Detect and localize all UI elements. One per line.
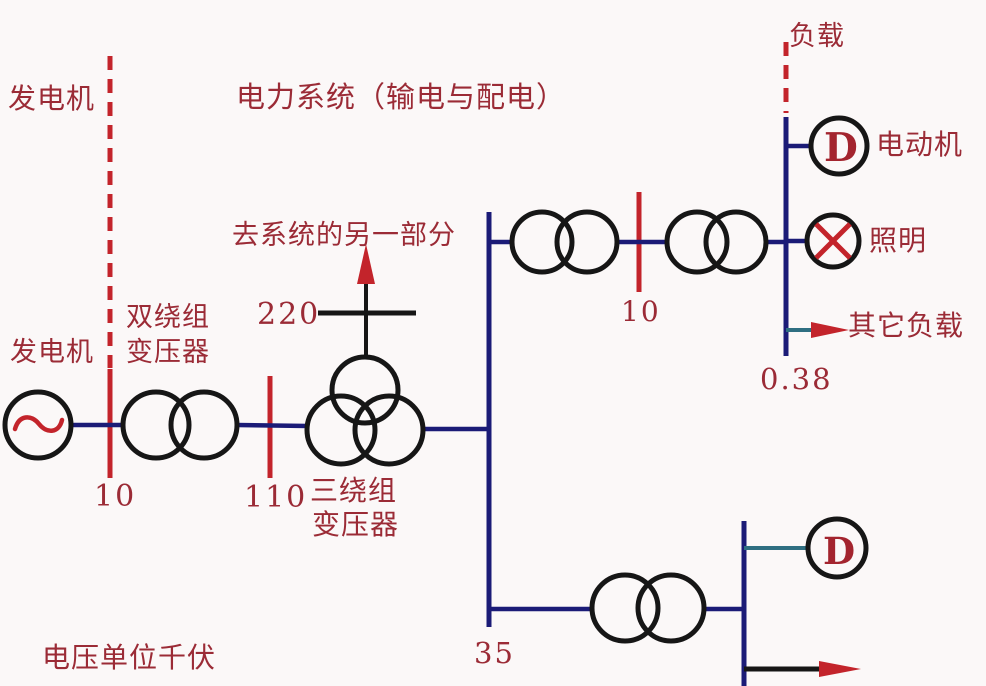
transformer2-coil2-icon (554, 209, 620, 275)
voltage-10-mid: 10 (621, 295, 661, 328)
load-label: 负载 (789, 21, 845, 52)
transformer3w-right-coil-icon (352, 393, 426, 467)
other-loads-label: 其它负载 (848, 309, 965, 342)
lighting-label: 照明 (869, 224, 928, 257)
page-title: 电力系统（输电与配电） (236, 80, 567, 114)
lamp-x-stroke2 (814, 222, 852, 260)
voltage-110: 110 (244, 480, 308, 515)
voltage-10-left: 10 (94, 479, 137, 514)
transformer4-coil2-icon (703, 209, 769, 275)
arrow-right-bottom-icon (819, 661, 861, 677)
ac-sine-icon (12, 415, 65, 433)
generator-circle-icon (2, 389, 74, 461)
transformer3w-top-coil-icon (329, 354, 401, 426)
three-winding-label-line1: 三绕组 (310, 474, 398, 507)
transformer1-coil1-icon (120, 389, 192, 461)
motor-label: 电动机 (876, 128, 964, 161)
generator-bottom-label: 发电机 (10, 337, 94, 368)
voltage-038: 0.38 (760, 362, 833, 396)
voltage-220: 220 (257, 297, 321, 332)
transformer3w-left-coil-icon (304, 393, 378, 467)
three-winding-label-line2: 变压器 (312, 508, 400, 541)
to-other-part-label: 去系统的另一部分 (232, 220, 456, 251)
generator-top-label: 发电机 (8, 82, 96, 115)
transformer4-coil1-icon (664, 209, 730, 275)
two-winding-label-line2: 变压器 (126, 337, 210, 368)
arrow-right-other-loads-icon (811, 322, 849, 338)
transformer5-coil1-icon (589, 572, 661, 644)
transformer1-coil2-icon (168, 389, 240, 461)
voltage-unit-note: 电压单位千伏 (42, 641, 217, 674)
wire-transformer-to-110bus (236, 422, 309, 429)
transformer2-coil1-icon (509, 209, 575, 275)
motor-circle-icon (808, 115, 870, 177)
lamp-circle-icon (804, 212, 862, 270)
bottom-motor-circle-icon (805, 516, 869, 580)
bottom-motor-d-letter: D (823, 529, 856, 573)
motor-d-letter: D (824, 125, 858, 171)
voltage-35: 35 (474, 636, 515, 670)
transformer5-coil2-icon (635, 572, 707, 644)
two-winding-label-line1: 双绕组 (126, 302, 210, 333)
arrow-up-icon (357, 244, 375, 284)
